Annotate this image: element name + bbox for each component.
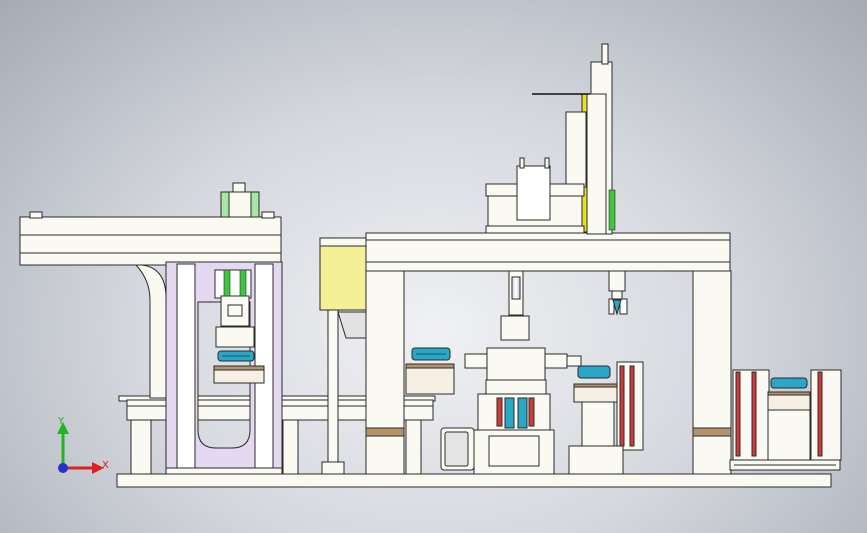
- center-press-station: [440, 270, 582, 475]
- vertical-axis-module: [485, 43, 616, 235]
- coordinate-triad-icon: Y X: [57, 416, 109, 474]
- left-press-station: [19, 182, 283, 475]
- inner-left-fixture: [405, 347, 455, 395]
- base-plate: [116, 473, 832, 488]
- y-axis-label: Y: [57, 416, 65, 427]
- yellow-guard: [319, 237, 371, 475]
- x-axis-label: X: [102, 460, 109, 471]
- right-twin-stations: [729, 369, 842, 471]
- gantry-gripper: [608, 270, 628, 316]
- main-gantry-frame: [365, 232, 732, 475]
- inner-right-fixture: [568, 361, 644, 475]
